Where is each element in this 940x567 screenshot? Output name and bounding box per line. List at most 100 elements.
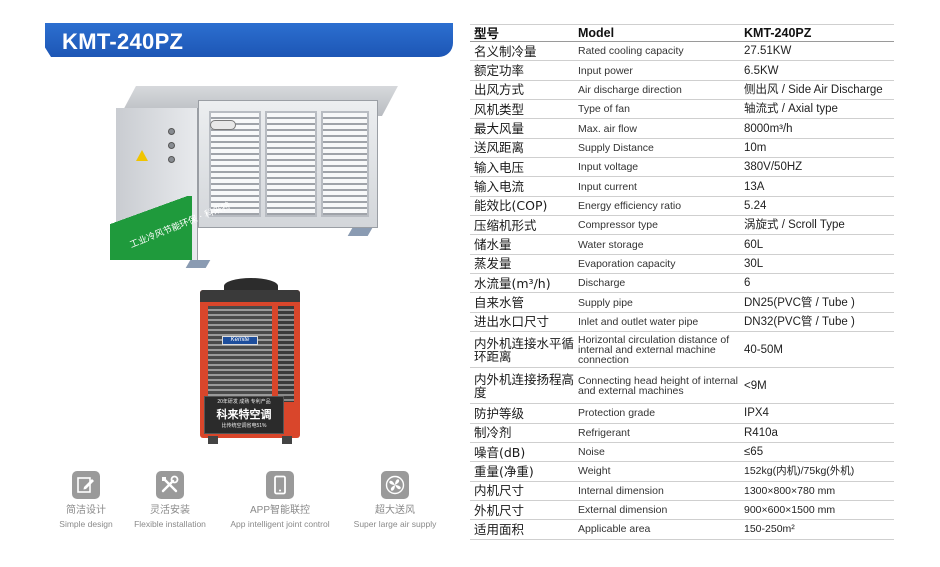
spec-row: 内机尺寸 Internal dimension 1300×800×780 mm <box>470 482 894 501</box>
spec-value: 40-50M <box>744 343 783 356</box>
spec-label-zh: 内外机连接水平循环距离 <box>474 335 575 364</box>
outdoor-label-bottom: 比传统空调省电51% <box>221 423 267 429</box>
spec-label-zh: 噪音(dB) <box>474 444 526 460</box>
spec-row: 压缩机形式 Compressor type 涡旋式 / Scroll Type <box>470 216 894 236</box>
spec-label-en: Inlet and outlet water pipe <box>578 315 699 328</box>
spec-value: 轴流式 / Axial type <box>744 103 838 116</box>
indoor-unit-image: 工业冷风节能环保 · 科来特 <box>110 78 398 278</box>
spec-label-en: Rated cooling capacity <box>578 45 684 58</box>
spec-value: 27.51KW <box>744 45 792 58</box>
indoor-foot <box>185 260 211 268</box>
spec-label-en: Discharge <box>578 277 626 290</box>
spec-label-zh: 压缩机形式 <box>474 217 537 233</box>
spec-value: 10m <box>744 141 767 154</box>
valve-icon <box>168 142 175 149</box>
valve-icon <box>168 128 175 135</box>
feature-label-en: Super large air supply <box>353 519 437 529</box>
spec-label-zh: 输入电压 <box>474 159 525 175</box>
spec-value: 8000m³/h <box>744 122 793 135</box>
feature-label-en: Simple design <box>59 519 113 529</box>
fan-icon <box>381 471 409 499</box>
spec-label-en: Refrigerant <box>578 426 630 439</box>
spec-label-zh: 自来水管 <box>474 295 525 311</box>
spec-row: 送风距离 Supply Distance 10m <box>470 139 894 159</box>
spec-value: DN25(PVC管 / Tube ) <box>744 296 855 309</box>
feature-flexible-installation: 灵活安装 Flexible installation <box>110 471 230 530</box>
indoor-vent-grille <box>321 111 369 217</box>
spec-value: 6.5KW <box>744 64 779 77</box>
outdoor-label-panel <box>204 396 284 434</box>
spec-value: 6 <box>744 277 751 290</box>
spec-value: 侧出风 / Side Air Discharge <box>744 83 883 96</box>
spec-label-zh: 重量(净重) <box>474 463 534 479</box>
spec-label-zh: 内外机连接扬程高度 <box>474 371 575 400</box>
spec-label-zh: 送风距离 <box>474 140 525 156</box>
spec-label-en: Max. air flow <box>578 122 637 135</box>
spec-label-zh: 输入电流 <box>474 179 525 195</box>
spec-label-en: Horizontal circulation distance of inter… <box>578 333 730 366</box>
spec-value: 涡旋式 / Scroll Type <box>744 219 845 232</box>
spec-value: R410a <box>744 426 778 439</box>
outdoor-leg <box>208 436 218 444</box>
valve-icon <box>168 156 175 163</box>
spec-value: ≤65 <box>744 446 764 459</box>
spec-label-en: Compressor type <box>578 219 658 232</box>
spec-value: 30L <box>744 257 764 270</box>
spec-value: 60L <box>744 238 764 251</box>
spec-value: 13A <box>744 180 765 193</box>
spec-label-en: Evaporation capacity <box>578 257 676 270</box>
spec-row: 制冷剂 Refrigerant R410a <box>470 424 894 443</box>
feature-label-en: App intelligent joint control <box>230 519 330 529</box>
spec-row: 蒸发量 Evaporation capacity 30L <box>470 255 894 275</box>
spec-value: 150-250m² <box>744 523 795 536</box>
outdoor-top <box>200 290 300 302</box>
spec-value: IPX4 <box>744 407 769 420</box>
indoor-vent-grille <box>209 111 261 217</box>
spec-row: 能效比(COP) Energy efficiency ratio 5.24 <box>470 197 894 217</box>
spec-label-en: Input power <box>578 64 633 77</box>
spec-value: 5.24 <box>744 199 767 212</box>
feature-large-air-supply: 超大送风 Super large air supply <box>335 471 455 530</box>
title-banner <box>45 23 453 57</box>
feature-label-zh: 简洁设计 <box>66 505 106 516</box>
spec-label-zh: 内机尺寸 <box>474 483 525 499</box>
spec-label-en: Weight <box>578 465 611 478</box>
spec-label-zh: 能效比(COP) <box>474 198 548 214</box>
indoor-front-panel <box>198 100 378 228</box>
spec-label-en: Supply pipe <box>578 296 633 309</box>
outdoor-brand-plate <box>222 336 258 345</box>
spec-label-en: Energy efficiency ratio <box>578 199 682 212</box>
outdoor-brand-text: Kemite <box>230 337 250 343</box>
spec-row: 噪音(dB) Noise ≤65 <box>470 443 894 463</box>
spec-value: DN32(PVC管 / Tube ) <box>744 315 855 328</box>
spec-label-en: Noise <box>578 446 605 459</box>
spec-label-zh: 名义制冷量 <box>474 43 537 59</box>
feature-label-zh: 灵活安装 <box>150 505 190 516</box>
spec-label-zh: 蒸发量 <box>474 256 512 272</box>
indoor-foot <box>347 228 373 236</box>
feature-simple-design: 简洁设计 Simple design <box>26 471 146 530</box>
outdoor-label-main: 科来特空调 <box>216 408 272 421</box>
outdoor-label-top: 20年研发 成熟 专利产品 <box>217 399 271 405</box>
spec-label-en: Internal dimension <box>578 484 664 497</box>
spec-label-en: Connecting head height of internal and e… <box>578 374 738 397</box>
spec-label-en: Supply Distance <box>578 141 654 154</box>
header-model-en: Model <box>578 26 615 40</box>
spec-value: 1300×800×780 mm <box>744 484 836 497</box>
outdoor-unit-image: Kemite 20年研发 成熟 专利产品 科来特空调 比传统空调省电51% <box>192 276 310 446</box>
spec-label-en: Applicable area <box>578 523 651 536</box>
spec-label-en: Input voltage <box>578 161 639 174</box>
spec-row: 名义制冷量 Rated cooling capacity 27.51KW <box>470 42 894 62</box>
spec-label-zh: 制冷剂 <box>474 425 512 441</box>
